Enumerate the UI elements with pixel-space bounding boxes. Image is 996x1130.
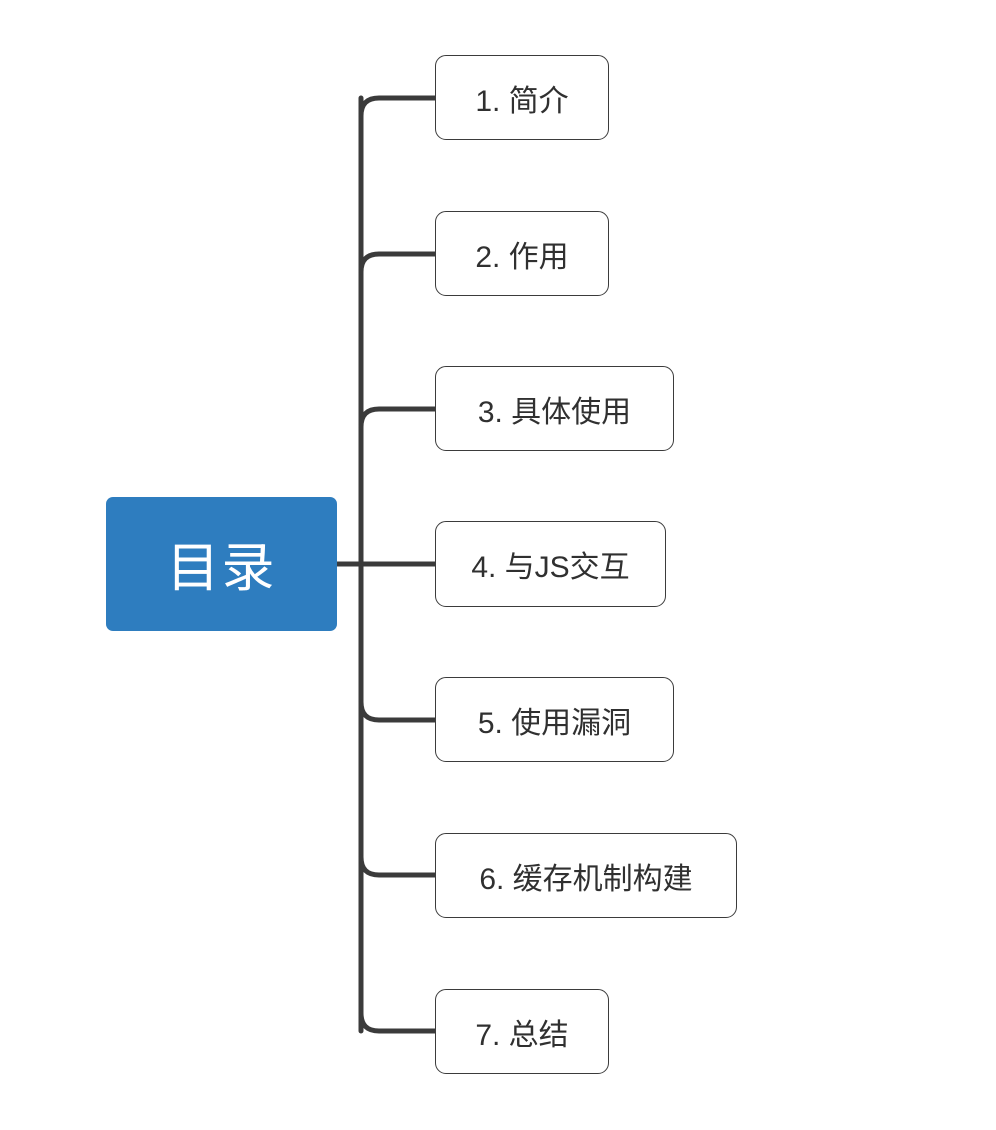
node-6-label: 6. 缓存机制构建 xyxy=(479,862,693,896)
node-3-usage[interactable]: 3. 具体使用 xyxy=(435,366,674,451)
node-6-cache-mechanism[interactable]: 6. 缓存机制构建 xyxy=(435,833,737,918)
node-1-label: 1. 简介 xyxy=(475,84,569,118)
node-3-label: 3. 具体使用 xyxy=(477,395,632,429)
node-5-vulnerabilities[interactable]: 5. 使用漏洞 xyxy=(435,677,674,762)
node-4-label: 4. 与JS交互 xyxy=(471,551,630,584)
root-node-directory[interactable]: 目录 xyxy=(106,497,337,631)
node-2-purpose[interactable]: 2. 作用 xyxy=(435,211,609,296)
node-4-js-interaction[interactable]: 4. 与JS交互 xyxy=(435,521,666,607)
node-7-summary[interactable]: 7. 总结 xyxy=(435,989,609,1074)
node-2-label: 2. 作用 xyxy=(475,240,569,274)
node-1-intro[interactable]: 1. 简介 xyxy=(435,55,609,140)
node-7-label: 7. 总结 xyxy=(475,1018,569,1052)
node-5-label: 5. 使用漏洞 xyxy=(477,706,632,740)
root-node-label: 目录 xyxy=(166,539,277,598)
